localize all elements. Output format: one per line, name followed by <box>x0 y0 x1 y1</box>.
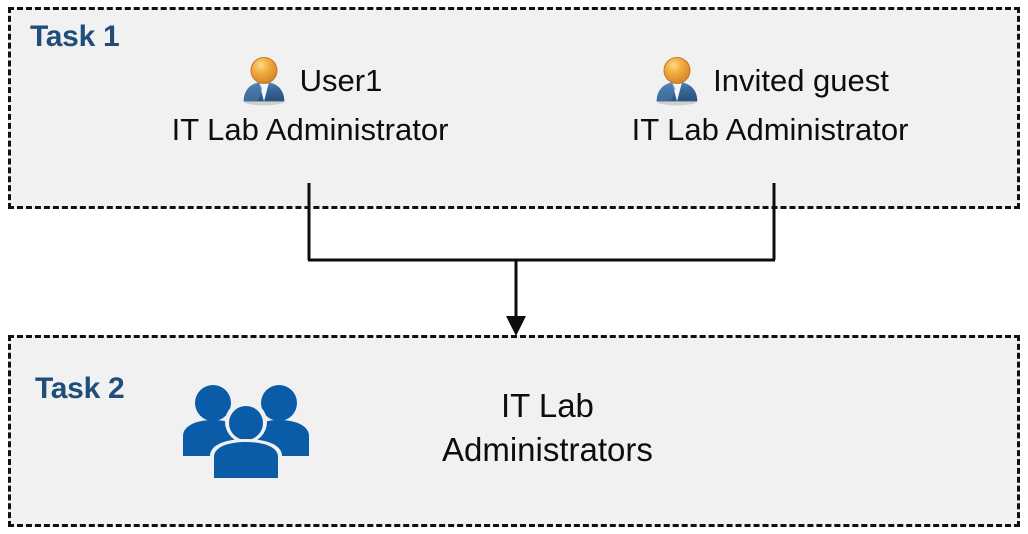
person-entry-invited-guest: Invited guest IT Lab Administrator <box>560 55 980 153</box>
task-1-container <box>8 7 1020 209</box>
user-icon <box>243 56 284 106</box>
person-user1-row: User1 <box>120 55 500 107</box>
group-name-label: IT Lab Administrators <box>442 387 653 468</box>
task-1-heading: Task 1 <box>30 20 120 53</box>
person-invited-guest-name: Invited guest <box>713 63 889 98</box>
person-invited-guest-row: Invited guest <box>560 55 980 107</box>
person-user1-name: User1 <box>299 63 383 98</box>
arrow-head-icon <box>506 316 526 336</box>
user-icon <box>656 56 698 106</box>
task-2-heading: Task 2 <box>35 372 125 405</box>
task-2-container <box>8 335 1020 527</box>
person-entry-user1: User1 IT Lab Administrator <box>120 55 500 153</box>
group-entry: IT Lab Administrators <box>180 378 980 478</box>
person-invited-guest-role: IT Lab Administrator <box>631 112 909 147</box>
person-user1-role: IT Lab Administrator <box>171 112 449 147</box>
group-of-people-icon <box>183 385 309 478</box>
